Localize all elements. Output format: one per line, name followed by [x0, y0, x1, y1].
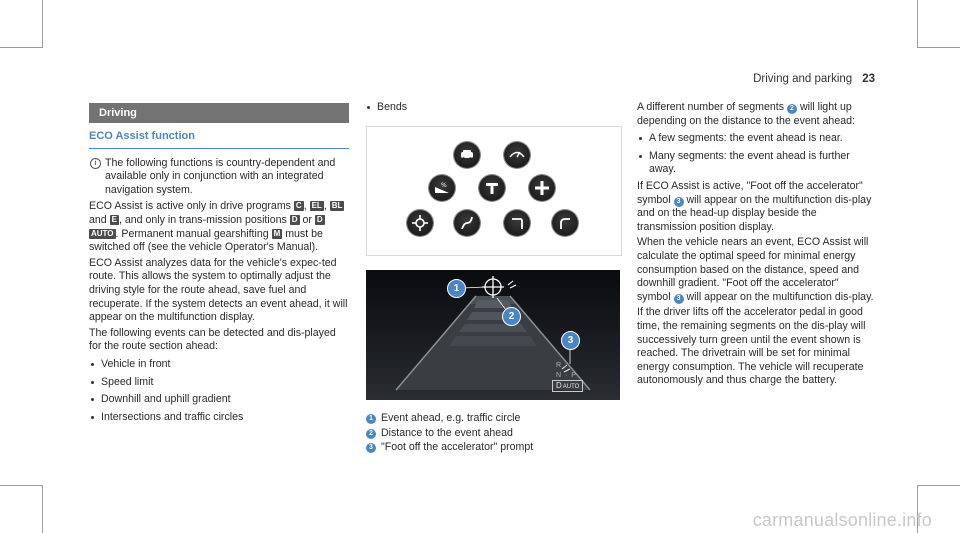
ref-number: 2 — [786, 104, 797, 114]
list-item: A few segments: the event ahead is near. — [637, 132, 875, 146]
text: , and only in trans-mission positions — [118, 213, 287, 226]
page-header: Driving and parking 23 — [753, 73, 875, 87]
key-symbol: C — [293, 201, 304, 212]
paragraph-nears-event: When the vehicle nears an event, ECO Ass… — [637, 236, 875, 304]
key-symbol: E — [109, 214, 119, 225]
bend-left-icon — [454, 210, 480, 236]
list-item: Speed limit — [89, 376, 349, 390]
info-icon: i — [90, 157, 101, 169]
legend-item: 1 Event ahead, e.g. traffic circle — [366, 412, 622, 427]
note-text: The following functions is country-depen… — [105, 156, 336, 196]
uphill-gradient-icon — [529, 175, 555, 201]
key-symbol: M — [271, 228, 283, 239]
subsection-title: ECO Assist function — [89, 130, 195, 142]
gear-auto: AUTO — [562, 384, 580, 390]
list-item: Intersections and traffic circles — [89, 411, 349, 425]
key-symbol: D — [289, 214, 300, 225]
svg-text:%: % — [441, 182, 447, 189]
subsection-rule — [89, 147, 349, 149]
crop-mark — [42, 0, 43, 48]
text: will appear on the multifunction dis-pla… — [686, 290, 874, 303]
key-symbol: AUTO — [89, 228, 116, 239]
segments-list: A few segments: the event ahead is near.… — [637, 132, 875, 177]
paragraph-events: The following events can be detected and… — [89, 326, 336, 353]
callout-1: 1 — [447, 279, 466, 298]
legend-item: 3 "Foot off the accelerator" prompt — [366, 441, 622, 456]
bends-list: Bends — [365, 101, 621, 115]
key-symbol: EL — [309, 201, 324, 212]
legend-number: 2 — [366, 428, 376, 439]
traffic-circle-icon — [407, 210, 433, 236]
list-item: Downhill and uphill gradient — [89, 393, 349, 407]
ref-number: 3 — [673, 196, 684, 207]
text: must be switched off (see the vehicle Op… — [89, 227, 323, 254]
crop-mark — [42, 485, 43, 533]
text: . Permanent manual gearshifting — [115, 227, 269, 240]
vehicle-in-front-icon — [454, 142, 480, 168]
key-symbol: D — [314, 214, 325, 225]
intersection-icon — [479, 175, 505, 201]
paragraph-lifts-off: If the driver lifts off the accelerator … — [637, 306, 866, 387]
crop-mark — [918, 485, 960, 486]
crop-mark — [0, 47, 42, 48]
figure-legend: 1 Event ahead, e.g. traffic circle 2 Dista… — [366, 412, 622, 456]
column-left: Driving ECO Assist function i The follow… — [89, 103, 349, 424]
downhill-gradient-icon: % — [429, 175, 455, 201]
callout-3: 3 — [561, 331, 580, 350]
text: will appear on the multifunction dis-pla… — [637, 193, 872, 233]
legend-number: 3 — [366, 443, 376, 453]
page-number: 23 — [862, 73, 875, 85]
section-label: Driving — [89, 103, 349, 123]
paragraph-foot-off: If ECO Assist is active, "Foot off the a… — [637, 180, 875, 234]
legend-text: Distance to the event ahead — [381, 426, 513, 439]
bend-right-icon — [504, 210, 530, 236]
crop-mark — [0, 485, 42, 486]
crop-mark — [918, 47, 960, 48]
gear-d: D — [556, 381, 562, 390]
callout-2: 2 — [502, 307, 521, 326]
event-list: Vehicle in front Speed limit Downhill an… — [89, 358, 349, 424]
text: will light up depending on the distance … — [637, 101, 855, 127]
paragraph-drive-programs: ECO Assist is active only in drive progr… — [89, 200, 345, 254]
column-right: A different number of segments 2 will li… — [637, 101, 875, 388]
info-note: i The following functions is country-dep… — [89, 157, 349, 198]
gear-indicator: R — [556, 362, 563, 369]
text: If ECO Assist is active, "Foot off the a… — [637, 179, 863, 206]
list-item: Bends — [365, 101, 621, 115]
crop-mark — [917, 0, 918, 48]
text: and — [89, 213, 107, 226]
text: A different number of segments — [637, 101, 785, 113]
legend-number: 1 — [366, 414, 376, 424]
watermark: carmanualsonline.info — [752, 510, 932, 531]
event-icons-figure: % — [366, 126, 622, 256]
list-item: Many segments: the event ahead is furthe… — [637, 150, 875, 177]
speed-limit-icon — [504, 142, 530, 168]
paragraph-segments: A different number of segments 2 will li… — [637, 101, 875, 128]
column-middle: Bends — [365, 101, 621, 115]
bend-sharp-icon — [552, 210, 578, 236]
header-title: Driving and parking — [753, 73, 853, 85]
ref-number: 3 — [673, 293, 684, 304]
legend-text: Event ahead, e.g. traffic circle — [381, 412, 521, 424]
gear-np: N · P — [556, 372, 577, 379]
paragraph-analyzes: ECO Assist analyzes data for the vehicle… — [89, 256, 348, 324]
list-item: Vehicle in front — [89, 358, 349, 372]
text: ECO Assist is active only in drive progr… — [89, 200, 291, 213]
crop-mark — [917, 485, 918, 533]
key-symbol: BL — [329, 201, 345, 212]
text: or — [302, 213, 312, 226]
legend-text: "Foot off the accelerator" prompt — [381, 441, 534, 453]
transmission-display: DAUTO — [552, 380, 584, 392]
text: When the vehicle nears an event, ECO Ass… — [637, 236, 869, 303]
legend-item: 2 Distance to the event ahead — [366, 427, 622, 442]
